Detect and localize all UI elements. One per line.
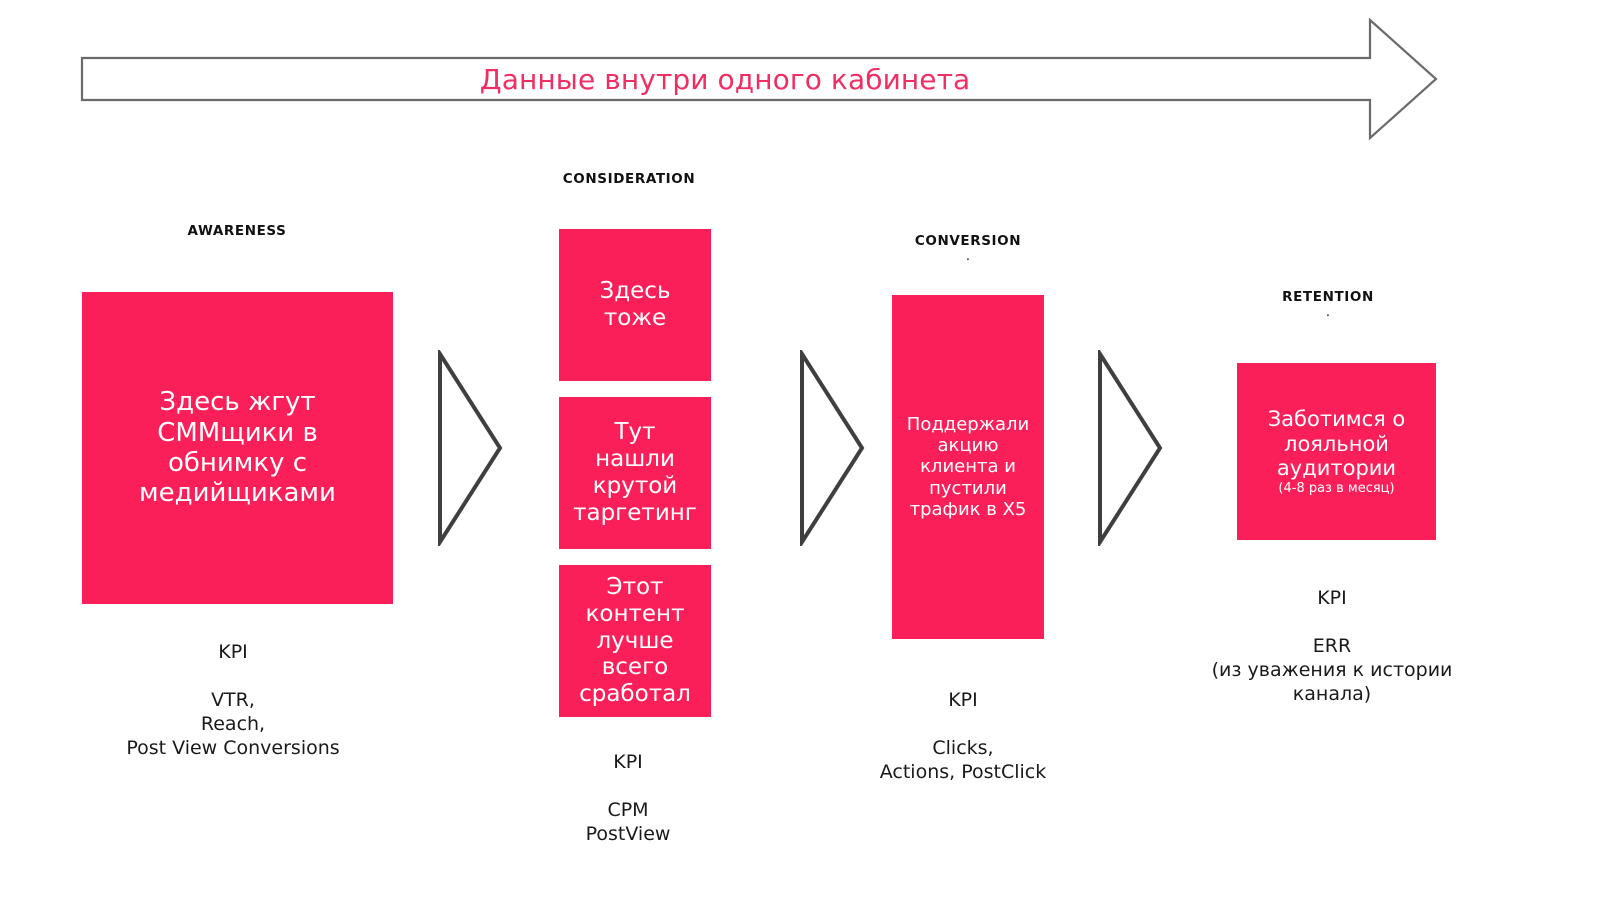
kpi-conversion-title: KPI	[948, 689, 978, 711]
kpi-conversion: KPI Clicks, Actions, PostClick	[880, 688, 1047, 784]
chevron-consideration-to-conversion	[798, 350, 866, 546]
stage-label-retention: RETENTION	[1282, 289, 1374, 305]
kpi-awareness-title: KPI	[218, 641, 248, 663]
banner-arrow: Данные внутри одного кабинета	[80, 14, 1440, 144]
block-retention-1-subtext: (4-8 раз в месяц)	[1278, 480, 1395, 496]
block-consideration-3-text: Этот контент лучше всего сработал	[579, 573, 691, 708]
block-consideration-3: Этот контент лучше всего сработал	[559, 565, 711, 717]
kpi-consideration-title: KPI	[613, 751, 643, 773]
chevron-shape-1	[438, 350, 503, 546]
kpi-conversion-body: Clicks, Actions, PostClick	[879, 737, 1047, 784]
stage-dot-retention: .	[1325, 305, 1331, 320]
stage-label-awareness: AWARENESS	[187, 223, 287, 239]
block-consideration-2: Тут нашли крутой таргетинг	[559, 397, 711, 549]
banner-arrow-shape	[80, 17, 1438, 141]
kpi-retention-title: KPI	[1317, 587, 1347, 609]
kpi-retention-body: ERR (из уважения к истории канала)	[1211, 635, 1453, 706]
block-retention-1-text: Заботимся о лояльной аудитории	[1267, 407, 1406, 481]
kpi-consideration-body: CPM PostView	[585, 799, 671, 846]
kpi-consideration: KPI CPM PostView	[586, 750, 671, 846]
block-conversion-1-text: Поддержали акцию клиента и пустили трафи…	[906, 414, 1030, 520]
kpi-awareness: KPI VTR, Reach, Post View Conversions	[126, 640, 339, 761]
kpi-awareness-body: VTR, Reach, Post View Conversions	[126, 689, 340, 760]
block-consideration-1: Здесь тоже	[559, 229, 711, 381]
block-retention-1: Заботимся о лояльной аудитории (4-8 раз …	[1237, 363, 1436, 540]
stage-dot-conversion: .	[965, 249, 971, 264]
block-consideration-2-text: Тут нашли крутой таргетинг	[573, 419, 697, 526]
stage-label-consideration: CONSIDERATION	[562, 171, 696, 187]
chevron-shape-3	[1098, 350, 1163, 546]
block-awareness-1-text: Здесь жгут СММщики в обнимку с медийщика…	[139, 387, 336, 509]
stage-label-conversion: CONVERSION	[914, 233, 1022, 249]
block-consideration-1-text: Здесь тоже	[599, 278, 671, 331]
chevron-conversion-to-retention	[1096, 350, 1164, 546]
chevron-awareness-to-consideration	[436, 350, 504, 546]
block-awareness-1: Здесь жгут СММщики в обнимку с медийщика…	[82, 292, 393, 604]
chevron-shape-2	[800, 350, 865, 546]
kpi-retention: KPI ERR (из уважения к истории канала)	[1212, 586, 1453, 707]
block-conversion-1: Поддержали акцию клиента и пустили трафи…	[892, 295, 1044, 639]
